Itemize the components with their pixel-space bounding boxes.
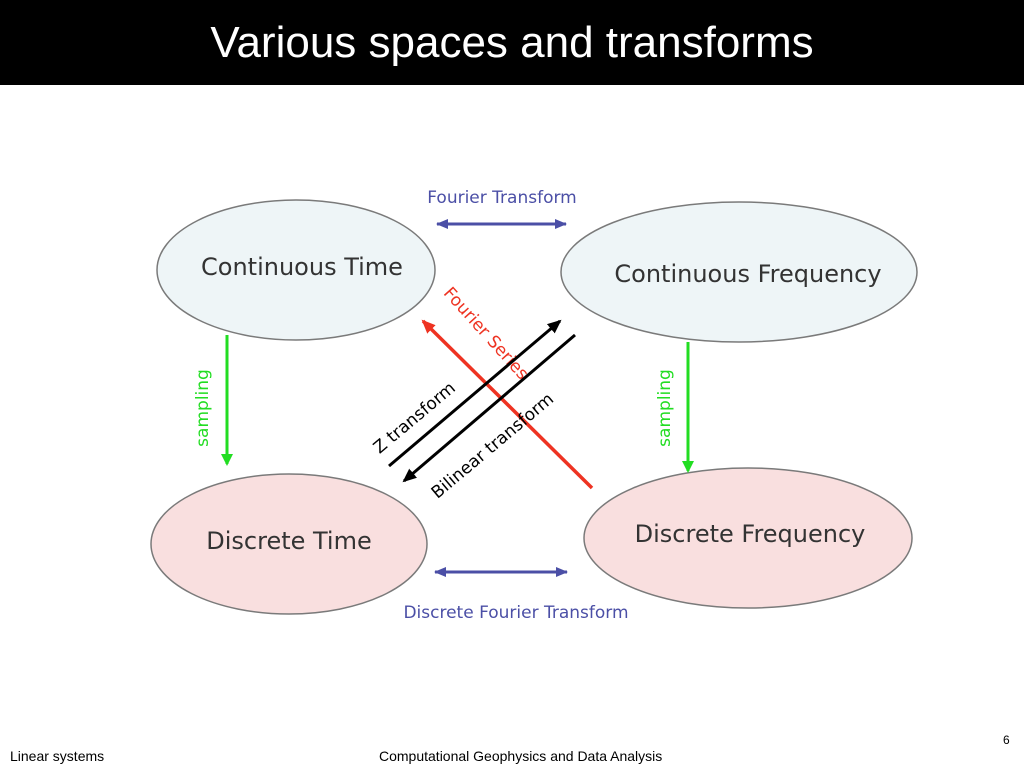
- node-continuous-frequency: Continuous Frequency: [560, 201, 918, 343]
- node-label-continuous-time: Continuous Time: [201, 253, 403, 281]
- node-discrete-frequency: Discrete Frequency: [583, 467, 913, 609]
- bilinear-transform-arrow: [402, 333, 576, 483]
- footer-course: Linear systems: [10, 748, 105, 764]
- node-label-discrete-frequency: Discrete Frequency: [635, 520, 866, 548]
- edge-label-sampling-right: sampling: [655, 369, 675, 447]
- edge-label-sampling-left: sampling: [193, 369, 213, 447]
- slide-title: Various spaces and transforms: [210, 17, 814, 67]
- edge-label-fourier-series: Fourier Series: [439, 283, 532, 384]
- edge-label-fourier-transform: Fourier Transform: [427, 188, 576, 208]
- z-transform-arrow: [388, 319, 562, 468]
- node-label-continuous-frequency: Continuous Frequency: [614, 260, 881, 288]
- fourier-series-arrow: [421, 319, 594, 490]
- title-bar: Various spaces and transforms: [0, 0, 1024, 85]
- node-continuous-time: Continuous Time: [156, 199, 436, 341]
- edge-label-dft: Discrete Fourier Transform: [403, 603, 628, 623]
- node-discrete-time: Discrete Time: [150, 473, 428, 615]
- node-label-discrete-time: Discrete Time: [206, 527, 372, 555]
- page-number: 6: [1003, 733, 1010, 747]
- footer-subject: Computational Geophysics and Data Analys…: [379, 748, 663, 764]
